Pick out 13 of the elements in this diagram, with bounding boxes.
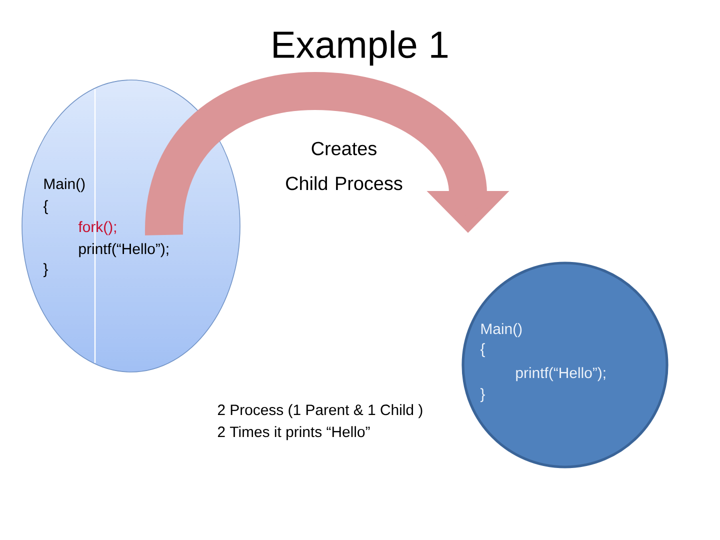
note-text: 2 Process (1 Parent & 1 Child ): [218, 404, 422, 418]
code-line: Main(): [44, 178, 85, 192]
code-line: }: [43, 263, 48, 278]
code-line: printf(“Hello”);: [516, 367, 606, 382]
title: Example 1: [274, 30, 448, 66]
code-line: }: [480, 388, 485, 402]
note-text: 2 Times it prints “Hello”: [218, 426, 370, 440]
code-line: Main(): [481, 323, 522, 338]
code-line: printf(“Hello”);: [79, 243, 168, 258]
edge-label: Creates Child Process: [273, 140, 415, 192]
code-line: {: [43, 200, 48, 214]
code-line: fork();: [78, 221, 116, 236]
code-line: {: [480, 343, 485, 358]
